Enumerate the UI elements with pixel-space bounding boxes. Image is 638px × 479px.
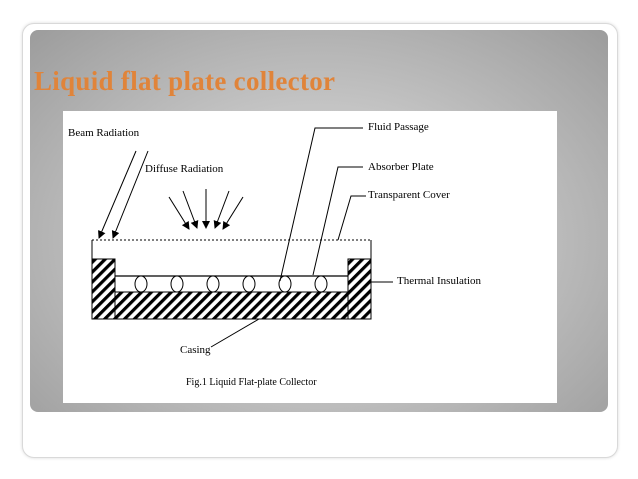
bottom-insulation xyxy=(114,291,349,320)
fluid-tube xyxy=(170,275,184,293)
fluid-tube xyxy=(134,275,148,293)
beam-ray-1 xyxy=(98,150,137,239)
transparent-cover-leader xyxy=(337,195,366,241)
label-fluid-passage: Fluid Passage xyxy=(368,121,429,133)
label-casing: Casing xyxy=(180,344,211,356)
label-transparent-cover: Transparent Cover xyxy=(368,189,450,201)
beam-ray-2 xyxy=(111,150,149,239)
diffuse-ray-1 xyxy=(168,196,190,230)
casing-leader xyxy=(210,318,260,348)
slide-title: Liquid flat plate collector xyxy=(34,66,336,96)
absorber-plate-leader xyxy=(312,166,363,276)
label-thermal-insulation: Thermal Insulation xyxy=(397,275,482,287)
diffuse-ray-4 xyxy=(213,190,230,229)
collector-drawing xyxy=(91,127,393,348)
fluid-passage-leader xyxy=(279,127,363,282)
label-absorber-plate: Absorber Plate xyxy=(368,161,434,173)
figure-caption: Fig.1 Liquid Flat-plate Collector xyxy=(186,377,317,388)
fluid-tube xyxy=(206,275,220,293)
left-insulation-wall xyxy=(91,258,116,320)
diffuse-ray-2 xyxy=(182,190,199,229)
fluid-tube xyxy=(314,275,328,293)
right-insulation-wall xyxy=(347,258,372,320)
label-diffuse-radiation: Diffuse Radiation xyxy=(145,163,224,175)
collector-diagram: Beam Radiation Diffuse Radiation Fluid P… xyxy=(63,111,557,403)
diffuse-ray-5 xyxy=(222,196,244,230)
fluid-tube xyxy=(242,275,256,293)
fluid-tubes xyxy=(134,275,328,293)
label-beam-radiation: Beam Radiation xyxy=(68,127,140,139)
